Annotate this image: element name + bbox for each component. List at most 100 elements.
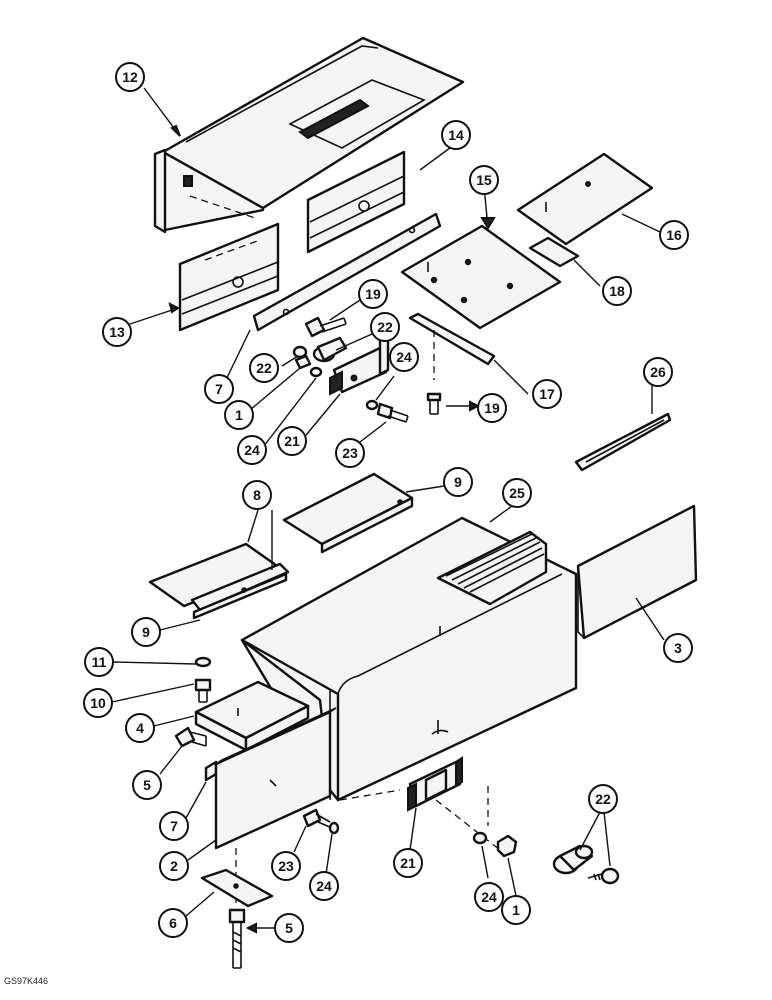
callout-2: 2 bbox=[159, 851, 189, 881]
callout-23-upper: 23 bbox=[335, 438, 365, 468]
svg-text:2: 2 bbox=[170, 858, 178, 874]
part-6-base-strip bbox=[200, 868, 274, 908]
part-22-lock-cylinder-lower bbox=[552, 844, 594, 875]
callout-7-lower: 7 bbox=[159, 811, 189, 841]
part-7-strip-upper bbox=[252, 212, 442, 332]
svg-text:22: 22 bbox=[595, 791, 611, 807]
svg-text:6: 6 bbox=[169, 915, 177, 931]
part-21-latch-bracket-upper bbox=[329, 332, 390, 396]
callout-16: 16 bbox=[659, 220, 689, 250]
svg-text:4: 4 bbox=[136, 720, 144, 736]
svg-text:13: 13 bbox=[109, 324, 125, 340]
svg-text:19: 19 bbox=[365, 286, 381, 302]
callout-15: 15 bbox=[469, 165, 499, 195]
callout-11: 11 bbox=[84, 647, 114, 677]
part-15-mounting-plate bbox=[400, 224, 562, 330]
callout-22-lower: 22 bbox=[588, 784, 618, 814]
svg-text:25: 25 bbox=[509, 485, 525, 501]
callout-22-left: 22 bbox=[249, 353, 279, 383]
part-24-washer-lower-left bbox=[328, 821, 340, 835]
reference-code: GS97K446 bbox=[4, 976, 49, 986]
callout-9-lower: 9 bbox=[131, 617, 161, 647]
part-19-bolt-lower bbox=[426, 392, 442, 415]
callout-24-upper: 24 bbox=[389, 342, 419, 372]
callout-1-lower: 1 bbox=[501, 895, 531, 925]
leader-lines bbox=[111, 87, 665, 934]
part-19-bolt-upper bbox=[304, 316, 347, 338]
part-7-strip-lower bbox=[204, 760, 218, 782]
callout-24-lower-right: 24 bbox=[474, 882, 504, 912]
part-21-latch-bracket-lower bbox=[407, 756, 501, 851]
callout-5-upper: 5 bbox=[132, 770, 162, 800]
svg-text:7: 7 bbox=[215, 381, 223, 397]
callout-24-left: 24 bbox=[237, 435, 267, 465]
part-23-screw-lower bbox=[302, 808, 333, 829]
part-9-bracket-upper bbox=[282, 472, 414, 554]
part-13-hinge-plate bbox=[178, 222, 280, 332]
part-22-latch-cylinder-upper bbox=[292, 336, 348, 363]
svg-text:19: 19 bbox=[484, 400, 500, 416]
svg-text:14: 14 bbox=[448, 127, 464, 143]
svg-text:26: 26 bbox=[650, 364, 666, 380]
svg-text:22: 22 bbox=[256, 360, 272, 376]
svg-text:17: 17 bbox=[539, 386, 555, 402]
svg-text:10: 10 bbox=[90, 695, 106, 711]
svg-text:22: 22 bbox=[377, 319, 393, 335]
callout-21-lower: 21 bbox=[393, 848, 423, 878]
part-9-bracket-lower bbox=[190, 562, 290, 620]
part-18-spacer-block bbox=[528, 236, 580, 268]
svg-text:1: 1 bbox=[235, 407, 243, 423]
part-16-cover-plate bbox=[516, 152, 654, 246]
svg-text:15: 15 bbox=[476, 172, 492, 188]
callout-26: 26 bbox=[643, 357, 673, 387]
part-24-washer-right bbox=[365, 399, 379, 411]
svg-text:24: 24 bbox=[244, 442, 260, 458]
svg-text:23: 23 bbox=[342, 445, 358, 461]
part-5-bolt-upper bbox=[174, 726, 207, 748]
callout-9-upper: 9 bbox=[443, 467, 473, 497]
part-22-key bbox=[587, 867, 620, 885]
part-4-mounting-block bbox=[194, 680, 310, 752]
part-1-nut-upper bbox=[294, 354, 312, 370]
callout-24-lower-left: 24 bbox=[309, 871, 339, 901]
callout-5-lower: 5 bbox=[274, 913, 304, 943]
svg-text:5: 5 bbox=[143, 777, 151, 793]
callout-18: 18 bbox=[602, 276, 632, 306]
svg-text:8: 8 bbox=[253, 487, 261, 503]
part-10-bolt bbox=[194, 678, 212, 703]
part-24-washer-upper bbox=[309, 366, 323, 378]
callout-6: 6 bbox=[158, 908, 188, 938]
svg-text:23: 23 bbox=[278, 858, 294, 874]
svg-text:9: 9 bbox=[142, 624, 150, 640]
callout-3: 3 bbox=[663, 633, 693, 663]
svg-text:1: 1 bbox=[512, 902, 520, 918]
callout-17: 17 bbox=[532, 379, 562, 409]
callout-21-upper: 21 bbox=[277, 426, 307, 456]
svg-text:5: 5 bbox=[285, 920, 293, 936]
callout-10: 10 bbox=[83, 688, 113, 718]
callout-19-lower: 19 bbox=[477, 393, 507, 423]
svg-text:3: 3 bbox=[674, 640, 682, 656]
part-26-filter-strip bbox=[574, 412, 672, 472]
part-17-strip bbox=[408, 312, 496, 380]
svg-text:12: 12 bbox=[122, 69, 138, 85]
callout-19-upper: 19 bbox=[358, 279, 388, 309]
svg-text:9: 9 bbox=[454, 474, 462, 490]
svg-text:24: 24 bbox=[481, 889, 497, 905]
svg-text:18: 18 bbox=[609, 283, 625, 299]
callout-13: 13 bbox=[102, 317, 132, 347]
callout-22-upper: 22 bbox=[370, 312, 400, 342]
part-12-top-cover bbox=[153, 36, 465, 234]
svg-text:21: 21 bbox=[284, 433, 300, 449]
callout-25: 25 bbox=[502, 478, 532, 508]
callout-4: 4 bbox=[125, 713, 155, 743]
part-11-washer bbox=[194, 656, 212, 668]
svg-text:7: 7 bbox=[170, 818, 178, 834]
part-14-hinge-plate bbox=[306, 150, 406, 254]
part-5-bolt-lower bbox=[228, 908, 246, 969]
svg-text:24: 24 bbox=[316, 878, 332, 894]
svg-text:11: 11 bbox=[92, 654, 107, 670]
svg-text:21: 21 bbox=[400, 855, 416, 871]
part-24-washer-lower-right bbox=[472, 831, 488, 845]
